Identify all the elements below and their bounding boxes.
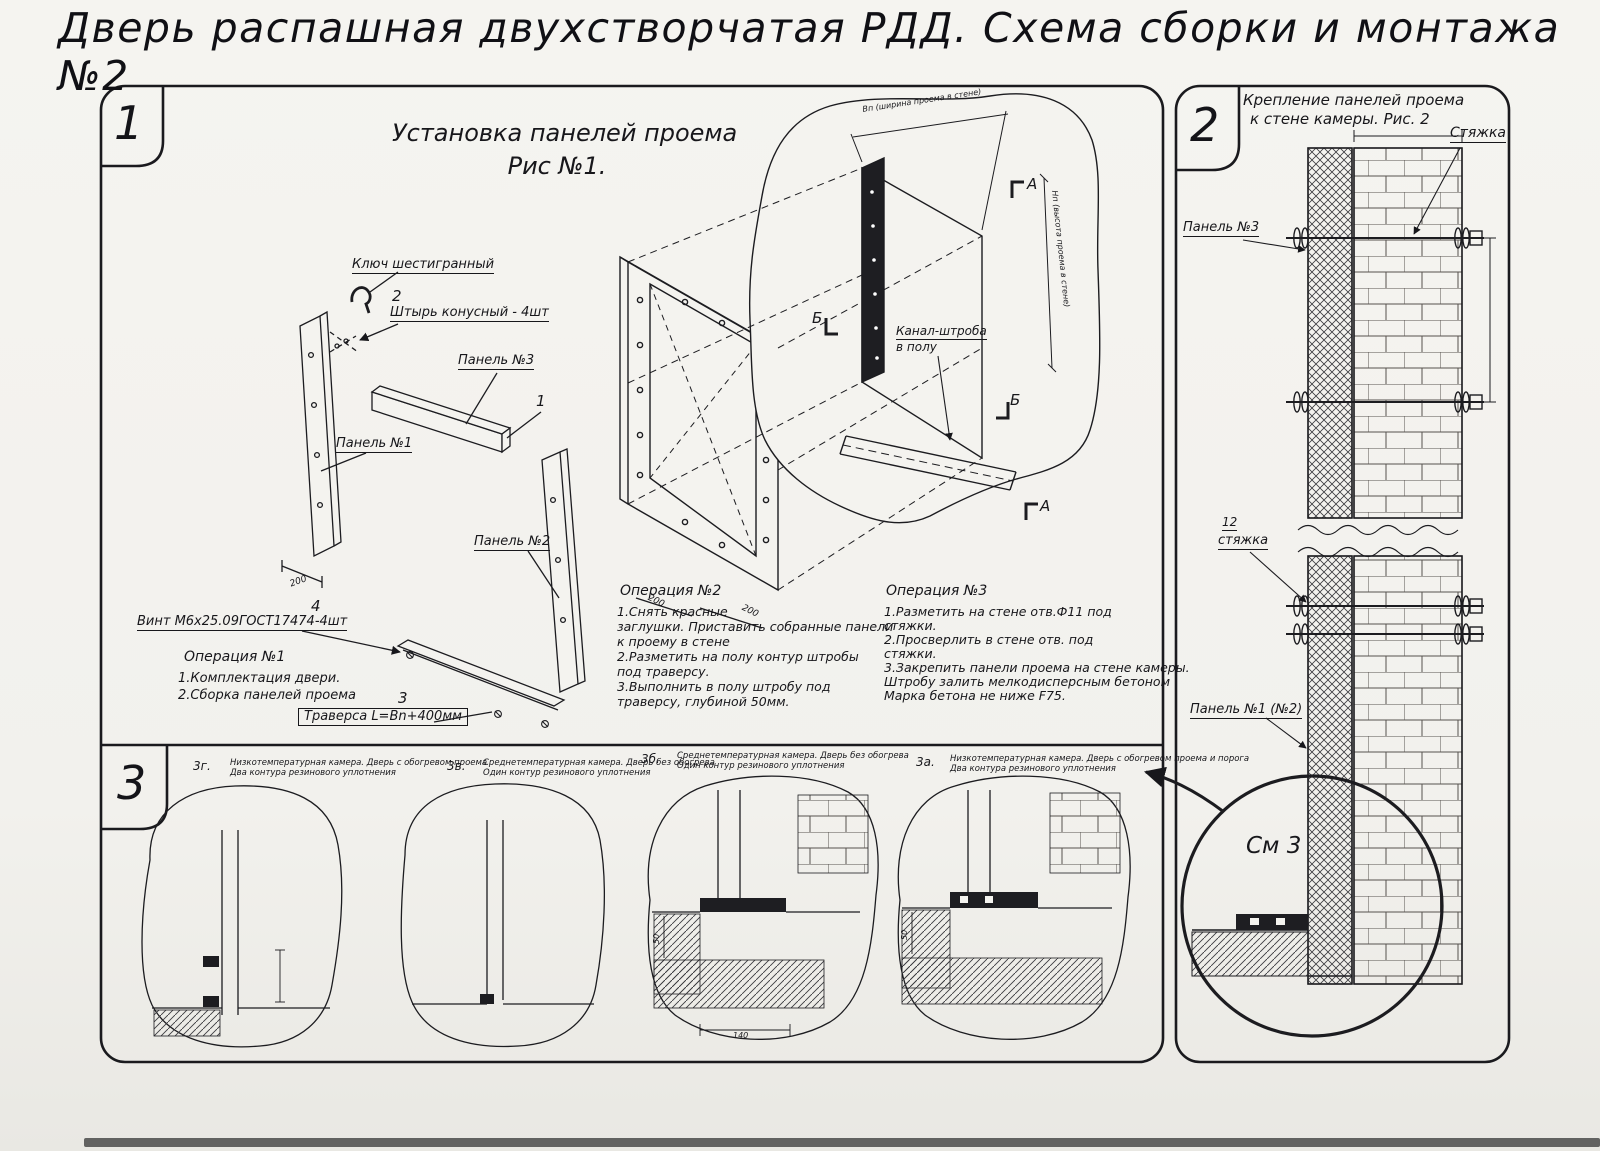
op2-line2: заглушки. Приставить собранные панели	[617, 619, 894, 634]
label-hex-key: Ключ шестигранный	[352, 257, 495, 275]
op3-line4: стяжки.	[884, 646, 937, 661]
threshold-details	[141, 775, 1131, 1048]
dim-50-3b: 50	[652, 933, 661, 944]
op3-line6: Штробу залить мелкодисперсным бетоном	[884, 674, 1170, 689]
op3-line2: стяжки.	[884, 618, 937, 633]
detail-3b	[647, 775, 879, 1040]
detail-3v-caption1: Среднетемпературная камера. Дверь без об…	[483, 758, 715, 768]
tie-bolts	[1286, 227, 1484, 645]
op2-line5: под траверсу.	[617, 664, 710, 679]
detail-3g-id: 3г.	[193, 759, 211, 773]
label-conical-pin: Штырь конусный - 4шт	[390, 305, 549, 323]
detail-3b-caption2: Один контур резинового уплотнения	[677, 761, 845, 771]
detail-3v-id: 3в.	[447, 759, 466, 773]
op1-line1: 1.Комплектация двери.	[178, 671, 341, 686]
detail-3g	[141, 785, 343, 1048]
op3-title: Операция №3	[886, 583, 988, 599]
section-marker-b-right: Б	[1010, 391, 1021, 409]
label-tie-mid-number: 12	[1222, 515, 1238, 532]
label-traverse-number: 3	[398, 689, 408, 707]
op3-line3: 2.Просверлить в стене отв. под	[884, 632, 1094, 647]
detail-3b-id: 3б.	[641, 752, 660, 766]
op3-line5: 3.Закрепить панели проема на стене камер…	[884, 660, 1190, 675]
wall-fastening-view	[1143, 130, 1496, 1038]
detail-3g-caption1: Низкотемпературная камера. Дверь с обогр…	[230, 758, 488, 768]
scan-edge-artifact	[84, 1138, 1600, 1147]
sheet-title: Дверь распашная двухстворчатая РДД. Схем…	[58, 4, 1561, 100]
op2-line6: 3.Выполнить в полу штробу под	[617, 679, 831, 694]
op2-line4: 2.Разметить на полу контур штробы	[617, 649, 859, 664]
label-panel1-sec2: Панель №1 (№2)	[1190, 702, 1303, 720]
op2-line3: к проему в стене	[617, 634, 730, 649]
label-traverse: Траверса L=Bn+400мм	[298, 708, 468, 727]
detail-3b-caption1: Среднетемпературная камера. Дверь без об…	[677, 751, 909, 761]
label-channel-line1: Канал-штроба	[896, 324, 987, 341]
label-panel3-sec2: Панель №3	[1183, 220, 1260, 238]
section1-number: 1	[114, 96, 144, 150]
section3-number: 3	[117, 756, 147, 810]
label-panel1: Панель №1	[336, 436, 413, 454]
section-marker-a-bottom: А	[1040, 497, 1051, 515]
op2-line7: траверсу, глубиной 50мм.	[617, 694, 790, 709]
label-panel2: Панель №2	[474, 534, 551, 552]
wall-opening-view	[627, 93, 1101, 591]
detail-3v	[400, 783, 606, 1048]
detail-3a-id: 3а.	[916, 755, 935, 769]
label-screw: Винт М6х25.09ГОСТ17474-4шт	[137, 614, 348, 632]
detail-3v-caption2: Один контур резинового уплотнения	[483, 768, 651, 778]
section1-subtitle: Рис №1.	[507, 152, 607, 180]
detail-3a	[897, 775, 1131, 1040]
detail-3g-caption2: Два контура резинового уплотнения	[230, 768, 396, 778]
exploded-panels-view	[281, 271, 586, 728]
label-channel-line2: в полу	[896, 340, 937, 354]
label-pin-number: 2	[392, 287, 402, 305]
detail-3a-caption1: Низкотемпературная камера. Дверь с обогр…	[950, 754, 1250, 764]
dim-140-3b: 140	[733, 1031, 749, 1040]
section2-title-line2: к стене камеры. Рис. 2	[1250, 110, 1430, 128]
label-screw-number: 4	[311, 597, 321, 615]
section2-number: 2	[1190, 98, 1220, 152]
detail-3a-caption2: Два контура резинового уплотнения	[950, 764, 1116, 774]
dim-50-3a: 50	[900, 929, 909, 940]
op2-title: Операция №2	[620, 583, 722, 599]
label-tie-mid: стяжка	[1218, 533, 1269, 551]
detail-circle	[1180, 774, 1444, 1038]
see-detail-arrow	[1143, 766, 1225, 814]
label-panel3: Панель №3	[458, 353, 535, 371]
op3-line7: Марка бетона не ниже F75.	[884, 688, 1066, 703]
section-marker-a-top: А	[1027, 175, 1038, 193]
threshold-bar	[1236, 914, 1308, 930]
section-borders	[99, 84, 1511, 1064]
frame-holes	[636, 296, 770, 549]
section2-title-line1: Крепление панелей проема	[1243, 91, 1465, 109]
label-item1-number: 1	[536, 392, 546, 410]
op1-title: Операция №1	[184, 649, 286, 665]
section1-title: Установка панелей проема	[392, 119, 738, 147]
op2-line1: 1.Снять красные	[617, 604, 728, 619]
label-see-detail-3: См 3	[1246, 833, 1302, 859]
section-marker-b-left: Б	[812, 309, 823, 327]
seal-strip	[861, 156, 885, 384]
hex-key-icon	[350, 286, 372, 314]
op3-line1: 1.Разметить на стене отв.Ф11 под	[884, 604, 1112, 619]
op1-line2: 2.Сборка панелей проема	[178, 688, 356, 703]
label-tie-top: Стяжка	[1450, 125, 1506, 144]
